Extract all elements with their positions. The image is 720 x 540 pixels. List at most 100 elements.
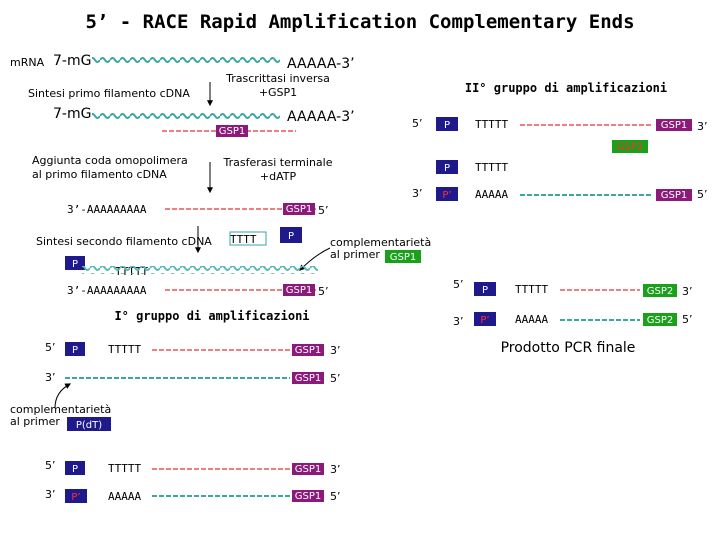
- p-prime-label-d2: P’: [480, 315, 489, 326]
- section-gruppo-1: I° gruppo di amplificazioni: [114, 309, 309, 323]
- p-label-a1: P: [72, 345, 78, 356]
- p-primer-c2: [436, 160, 458, 174]
- ttttt-b1: TTTTT: [108, 462, 141, 475]
- gsp1-complement-text: GSP1: [390, 252, 417, 263]
- step-aggiunta-1: Aggiunta coda omopolimera: [32, 154, 188, 167]
- gsp1-label-a2: GSP1: [295, 373, 322, 384]
- gsp1-label-a1: GSP1: [295, 345, 322, 356]
- p-label-b1: P: [72, 464, 78, 475]
- gsp1-primer-a2: [292, 372, 324, 384]
- gsp1-primer-1: [216, 125, 248, 137]
- cap-7mg-label-2: 7-mG: [53, 106, 91, 122]
- end-3prime-b2: 3’: [45, 488, 56, 501]
- step-trascrittasi-2: +GSP1: [259, 86, 297, 99]
- gsp1-label-b1: GSP1: [295, 464, 322, 475]
- gsp1-label-b2: GSP1: [295, 491, 322, 502]
- polya-tail-label-2: AAAAA-3’: [287, 109, 355, 125]
- end-3prime-a2: 3’: [45, 371, 56, 384]
- gsp1-label-2: GSP1: [286, 204, 313, 215]
- p-label-d1: P: [482, 285, 488, 296]
- p-primer-c1: [436, 117, 458, 131]
- pdt-tag: [67, 417, 111, 431]
- polya-3prime-2: 3’-AAAAAAAAA: [67, 284, 147, 297]
- p-prime-primer-c3: [436, 187, 458, 201]
- p-prime-label-b2: P’: [71, 492, 80, 503]
- gsp1-complement-tag: [385, 250, 421, 263]
- gsp2-primer-d2: [643, 313, 677, 326]
- final-pcr-product-label: Prodotto PCR finale: [501, 340, 636, 356]
- gsp1-label-1: GSP1: [219, 126, 246, 137]
- end-3prime-a1: 3’: [330, 344, 341, 357]
- end-5prime-r4: 5’: [318, 285, 329, 298]
- diagram-title: 5’ - RACE Rapid Amplification Complement…: [85, 11, 634, 33]
- p-prime-primer-d2: [474, 312, 496, 326]
- end-5prime-d2: 5’: [682, 313, 693, 326]
- ttt-primer-box: [229, 231, 267, 246]
- p-anchor-label: P: [288, 231, 294, 242]
- p-primer-b1: [65, 461, 85, 475]
- p-primer-d1: [474, 282, 496, 296]
- p-label-c1: P: [444, 120, 450, 131]
- step-trascrittasi-1: Trascrittasi inversa: [225, 72, 330, 85]
- end-5prime-b2: 5’: [330, 490, 341, 503]
- aaaaa-c3: AAAAA: [475, 188, 508, 201]
- gsp1-primer-r4: [283, 284, 315, 296]
- p-label-c2: P: [444, 163, 450, 174]
- gsp1-label-c3: GSP1: [661, 190, 688, 201]
- end-5prime-c3: 5’: [697, 188, 708, 201]
- mrna-strand-2: [92, 111, 280, 119]
- end-5prime-r3: 5’: [318, 204, 329, 217]
- gsp1-label-r4: GSP1: [286, 285, 313, 296]
- step-sintesi-secondo: Sintesi secondo filamento cDNA: [36, 235, 212, 248]
- gsp1-primer-c1: [656, 119, 692, 131]
- p-prime-primer-b2: [65, 489, 87, 503]
- section-gruppo-2: II° gruppo di amplificazioni: [465, 81, 667, 95]
- ttttt-c1: TTTTT: [475, 118, 508, 131]
- p-prime-label-c3: P’: [442, 190, 451, 201]
- end-3prime-d2: 3’: [453, 315, 464, 328]
- end-3prime-b1: 3’: [330, 463, 341, 476]
- end-3prime-c1: 3’: [697, 120, 708, 133]
- al-primer-label-2: al primer: [10, 415, 60, 428]
- end-5prime-d1: 5’: [453, 278, 464, 291]
- gsp2-primer-c: [612, 140, 648, 153]
- gsp1-primer-a1: [292, 344, 324, 356]
- step-sintesi-primo: Sintesi primo filamento cDNA: [28, 87, 190, 100]
- ttttt-d1: TTTTT: [515, 283, 548, 296]
- gsp1-primer-b2: [292, 490, 324, 502]
- gsp1-primer-2: [283, 203, 315, 215]
- mrna-label: mRNA: [10, 56, 45, 69]
- p-primer-a1: [65, 342, 85, 356]
- complementarieta-label-2: complementarietà: [10, 403, 111, 416]
- gsp2-label-c: GSP2: [617, 142, 644, 153]
- step-trasferasi-2: +dATP: [260, 170, 297, 183]
- second-strand-r4: [82, 266, 318, 274]
- end-3prime-d1: 3’: [682, 285, 693, 298]
- end-5prime-a2: 5’: [330, 372, 341, 385]
- mrna-strand: [92, 56, 280, 64]
- p-label-r4: P: [72, 259, 78, 270]
- gsp1-primer-b1: [292, 463, 324, 475]
- gsp2-label-d2: GSP2: [647, 315, 674, 326]
- gsp1-primer-c3: [656, 189, 692, 201]
- step-aggiunta-2: al primo filamento cDNA: [32, 168, 167, 181]
- gsp2-label-d1: GSP2: [647, 286, 674, 297]
- ttt-primer-standalone: TTTT: [230, 233, 257, 246]
- ttttt-c2: TTTTT: [475, 161, 508, 174]
- end-3prime-c3: 3’: [412, 187, 423, 200]
- aaaaa-d2: AAAAA: [515, 313, 548, 326]
- arrow-complementarieta-2: [54, 383, 72, 409]
- end-5prime-c1: 5’: [412, 117, 423, 130]
- gsp1-label-c1: GSP1: [661, 120, 688, 131]
- p-anchor-standalone: [280, 227, 302, 243]
- polya-tail-label: AAAAA-3’: [287, 56, 355, 72]
- complementarieta-label-1: complementarietà: [330, 236, 431, 249]
- gsp2-primer-d1: [643, 284, 677, 297]
- end-5prime-b1: 5’: [45, 459, 56, 472]
- step-trasferasi-1: Trasferasi terminale: [222, 156, 332, 169]
- polya-3prime-1: 3’-AAAAAAAAA: [67, 203, 147, 216]
- al-primer-label-1: al primer: [330, 248, 380, 261]
- ttttt-a1: TTTTT: [108, 343, 141, 356]
